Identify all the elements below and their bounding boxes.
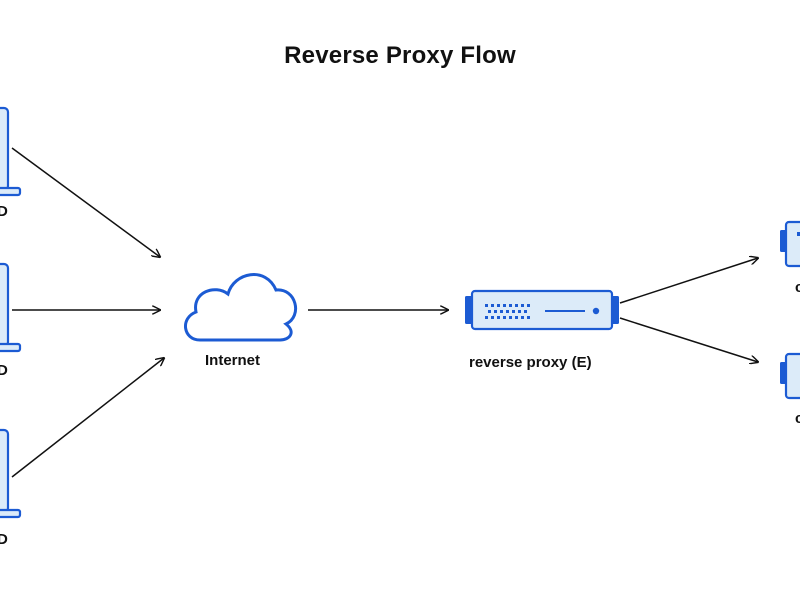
origin-server-2: c (780, 352, 800, 427)
client-laptop-2: D (0, 262, 22, 379)
server-icon (465, 289, 619, 331)
svg-text:c: c (795, 279, 800, 296)
internet-label: Internet (205, 352, 261, 369)
client-laptop-1: D (0, 106, 22, 220)
svg-text:D: D (0, 531, 8, 548)
page-title: Reverse Proxy Flow (284, 42, 516, 69)
arrow-client1-internet (11, 147, 160, 257)
client-laptop-3: D (0, 428, 22, 548)
reverse-proxy-label: reverse proxy (E) (469, 354, 592, 371)
svg-text:D: D (0, 362, 8, 379)
svg-text:c: c (795, 410, 800, 427)
arrow-proxy-server2 (619, 317, 758, 362)
svg-text:D: D (0, 203, 8, 220)
arrow-proxy-server1 (619, 258, 758, 304)
origin-server-1: c (780, 220, 800, 296)
cloud-icon (184, 273, 297, 342)
arrow-client3-internet (11, 358, 164, 478)
